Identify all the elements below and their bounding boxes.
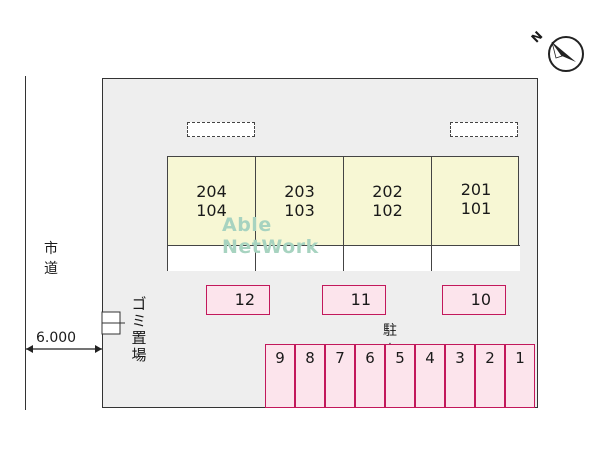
apartment-building: 204 104 203 103 202 102 201 101: [167, 156, 520, 271]
dashed-area-right: [450, 122, 518, 137]
garbage-area-symbol: [101, 311, 125, 335]
north-arrow-icon: [548, 36, 584, 72]
unit-number-lower: 104: [196, 201, 227, 220]
parking-space: 10: [442, 285, 506, 315]
parking-space: 8: [295, 344, 325, 408]
parking-space: 1: [505, 344, 535, 408]
unit-number-upper: 204: [196, 182, 227, 201]
road-edge-line: [25, 76, 26, 410]
dashed-area-left: [187, 122, 255, 137]
parking-space: 9: [265, 344, 295, 408]
balcony-strip: [256, 245, 344, 271]
watermark-text: Able NetWork: [222, 214, 319, 258]
unit-number-upper: 202: [372, 182, 403, 201]
balcony-strip: [344, 245, 432, 271]
balcony-strip: [168, 245, 256, 271]
parking-space: 11: [322, 285, 386, 315]
north-label: N: [528, 28, 546, 46]
unit-number-lower: 101: [460, 199, 492, 218]
parking-space: 5: [385, 344, 415, 408]
parking-space: 3: [445, 344, 475, 408]
parking-space: 7: [325, 344, 355, 408]
parking-space: 2: [475, 344, 505, 408]
unit-number-lower: 102: [372, 201, 403, 220]
parking-space: 4: [415, 344, 445, 408]
unit-number-upper: 203: [284, 182, 315, 201]
unit-number-upper: 201: [460, 180, 492, 199]
unit-number-lower: 103: [284, 201, 315, 220]
unit-block: 201 101: [432, 157, 520, 245]
unit-block: 204 104: [168, 157, 256, 245]
road-width-arrow: [26, 345, 102, 353]
balcony-strip: [432, 245, 520, 271]
road-width-value: 6.000: [36, 330, 77, 346]
unit-block: 203 103: [256, 157, 344, 245]
parking-space: 12: [206, 285, 270, 315]
garbage-area-label: ゴミ置場: [131, 295, 147, 364]
road-label: 市道: [44, 241, 58, 277]
parking-space: 6: [355, 344, 385, 408]
unit-block: 202 102: [344, 157, 432, 245]
